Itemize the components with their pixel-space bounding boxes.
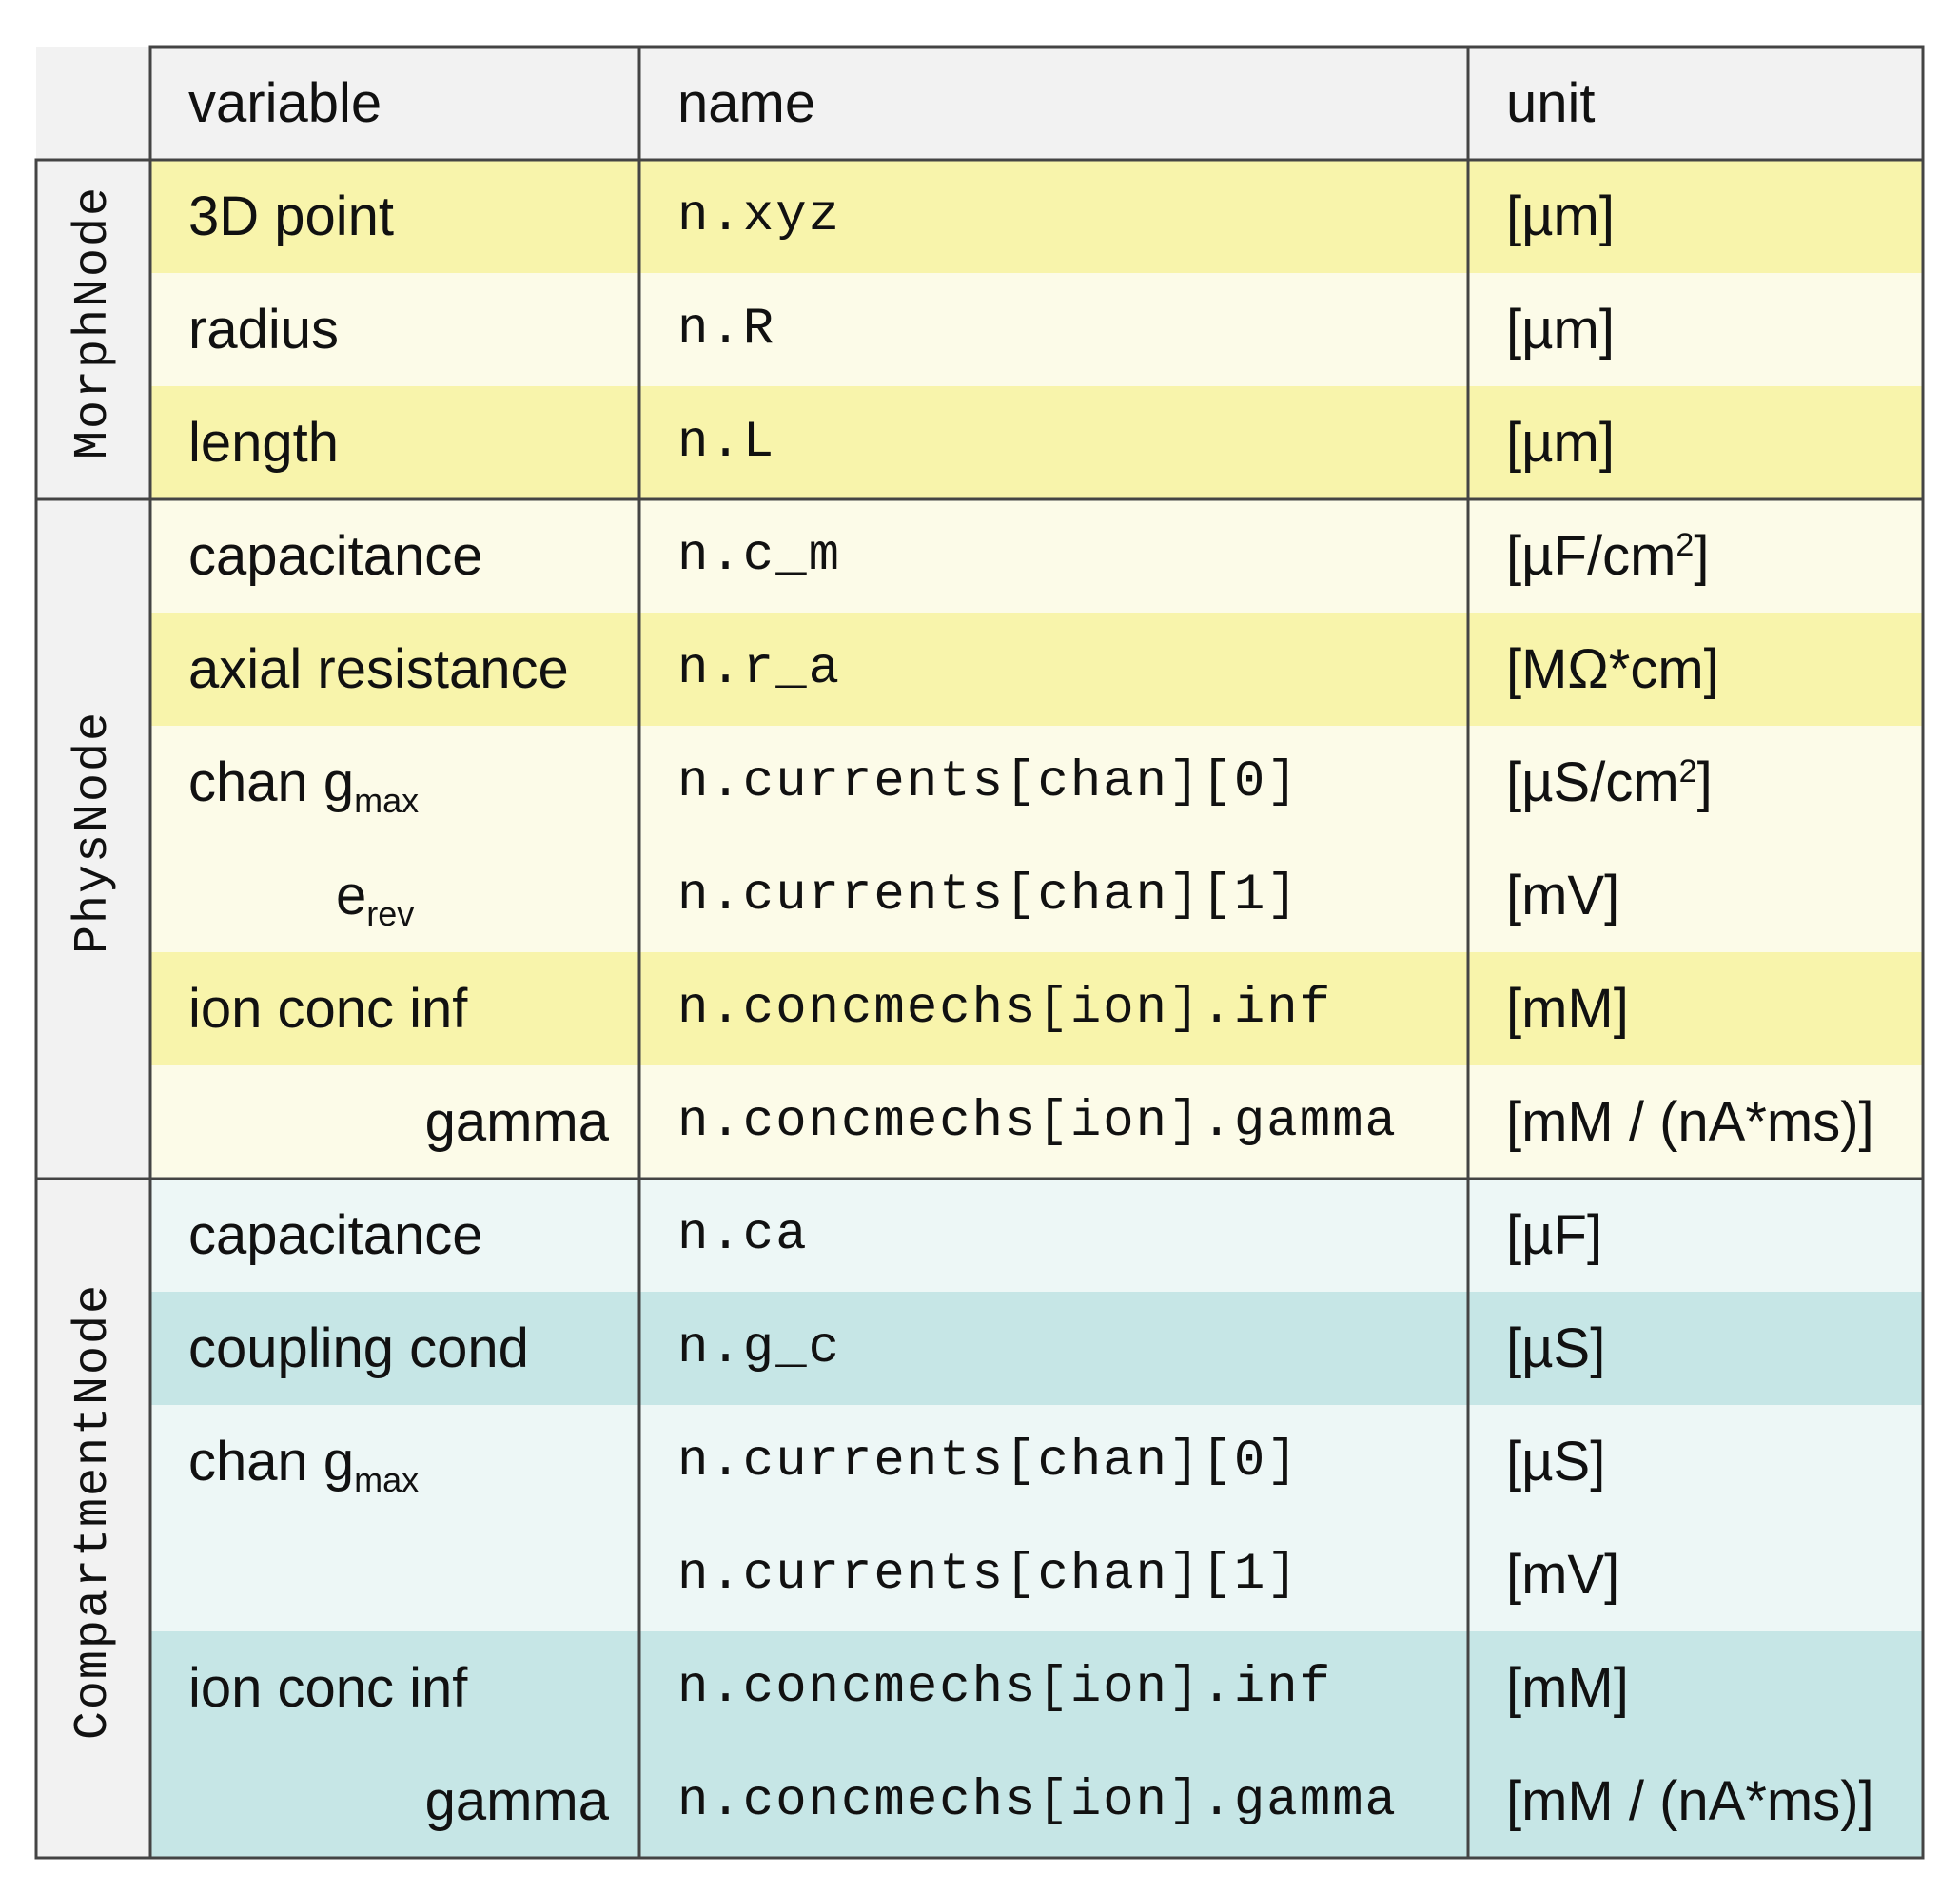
variable-cell: radius — [150, 273, 639, 386]
name-cell: n.concmechs[ion].inf — [639, 952, 1468, 1065]
group-label-compartmentnode: CompartmentNode — [36, 1179, 150, 1858]
variable-cell: gamma — [150, 1745, 639, 1858]
table-row: chan gmax n.currents[chan][0] [µS] — [36, 1405, 1923, 1518]
unit-end: ] — [1696, 751, 1713, 813]
unit-cell: [µm] — [1468, 160, 1923, 273]
name-cell: n.currents[chan][0] — [639, 1405, 1468, 1518]
unit-end: ] — [1694, 525, 1710, 587]
header-variable: variable — [150, 47, 639, 160]
variable-cell: capacitance — [150, 499, 639, 613]
group-label-text: PhysNode — [66, 710, 121, 955]
table-row: length n.L [µm] — [36, 386, 1923, 499]
unit-cell: [µS] — [1468, 1292, 1923, 1405]
unit-cell: [mM / (nA*ms)] — [1468, 1065, 1923, 1179]
name-cell: n.currents[chan][1] — [639, 839, 1468, 952]
header-name: name — [639, 47, 1468, 160]
corner-cell — [36, 47, 150, 160]
variable-subscript: rev — [366, 894, 415, 933]
variable-subscript: max — [354, 1460, 420, 1499]
unit-cell: [mM] — [1468, 952, 1923, 1065]
name-cell: n.concmechs[ion].gamma — [639, 1065, 1468, 1179]
table-row: CompartmentNode capacitance n.ca [µF] — [36, 1179, 1923, 1858]
name-cell: n.ca — [639, 1179, 1468, 1292]
unit-cell: [µF/cm2] — [1468, 499, 1923, 613]
name-cell: n.g_c — [639, 1292, 1468, 1405]
variable-subscript: max — [354, 781, 420, 820]
table-row: coupling cond n.g_c [µS] — [36, 1292, 1923, 1405]
variable-cell — [150, 1518, 639, 1631]
unit-cell: [mV] — [1468, 1518, 1923, 1631]
unit-cell: [µm] — [1468, 273, 1923, 386]
name-cell: n.r_a — [639, 613, 1468, 726]
unit-cell: [MΩ*cm] — [1468, 613, 1923, 726]
header-unit: unit — [1468, 47, 1923, 160]
group-label-physnode: PhysNode — [36, 499, 150, 1179]
name-cell: n.c_m — [639, 499, 1468, 613]
unit-main: [µS/cm — [1506, 751, 1679, 813]
name-cell: n.R — [639, 273, 1468, 386]
variable-cell: axial resistance — [150, 613, 639, 726]
name-cell: n.concmechs[ion].gamma — [639, 1745, 1468, 1858]
unit-cell: [µS] — [1468, 1405, 1923, 1518]
table-row: radius n.R [µm] — [36, 273, 1923, 386]
variables-table: variable name unit MorphNode 3D point n.… — [36, 47, 1923, 1858]
table-row: chan gmax n.currents[chan][0] [µS/cm2] — [36, 726, 1923, 839]
unit-cell: [mM] — [1468, 1631, 1923, 1745]
name-cell: n.L — [639, 386, 1468, 499]
table-row: gamma n.concmechs[ion].gamma [mM / (nA*m… — [36, 1065, 1923, 1179]
table-row: axial resistance n.r_a [MΩ*cm] — [36, 613, 1923, 726]
variable-cell: gamma — [150, 1065, 639, 1179]
variable-cell: chan gmax — [150, 726, 639, 839]
group-label-text: MorphNode — [66, 185, 121, 460]
variable-cell: chan gmax — [150, 1405, 639, 1518]
variable-cell: coupling cond — [150, 1292, 639, 1405]
variable-cell: 3D point — [150, 160, 639, 273]
unit-cell: [µF] — [1468, 1179, 1923, 1292]
unit-cell: [mV] — [1468, 839, 1923, 952]
name-cell: n.concmechs[ion].inf — [639, 1631, 1468, 1745]
group-label-text: CompartmentNode — [66, 1282, 121, 1741]
variable-main: chan g — [188, 751, 355, 813]
variable-cell: ion conc inf — [150, 1631, 639, 1745]
name-cell: n.xyz — [639, 160, 1468, 273]
unit-main: [µF/cm — [1506, 525, 1676, 587]
unit-superscript: 2 — [1678, 753, 1697, 790]
name-cell: n.currents[chan][1] — [639, 1518, 1468, 1631]
variable-main: e — [336, 865, 367, 926]
table-header-row: variable name unit — [36, 47, 1923, 160]
group-label-morphnode: MorphNode — [36, 160, 150, 499]
variable-cell: erev — [150, 839, 639, 952]
unit-cell: [µS/cm2] — [1468, 726, 1923, 839]
table-row: ion conc inf n.concmechs[ion].inf [mM] — [36, 1631, 1923, 1745]
table-row: n.currents[chan][1] [mV] — [36, 1518, 1923, 1631]
variable-cell: length — [150, 386, 639, 499]
table-row: MorphNode 3D point n.xyz [µm] — [36, 160, 1923, 499]
unit-cell: [µm] — [1468, 386, 1923, 499]
variable-cell: ion conc inf — [150, 952, 639, 1065]
unit-cell: [mM / (nA*ms)] — [1468, 1745, 1923, 1858]
name-cell: n.currents[chan][0] — [639, 726, 1468, 839]
variable-main: chan g — [188, 1431, 355, 1492]
table-row: ion conc inf n.concmechs[ion].inf [mM] — [36, 952, 1923, 1065]
variable-cell: capacitance — [150, 1179, 639, 1292]
table-row: PhysNode capacitance n.c_m [µF/cm2] — [36, 499, 1923, 1179]
unit-superscript: 2 — [1676, 527, 1695, 563]
table-row: erev n.currents[chan][1] [mV] — [36, 839, 1923, 952]
table-row: gamma n.concmechs[ion].gamma [mM / (nA*m… — [36, 1745, 1923, 1858]
